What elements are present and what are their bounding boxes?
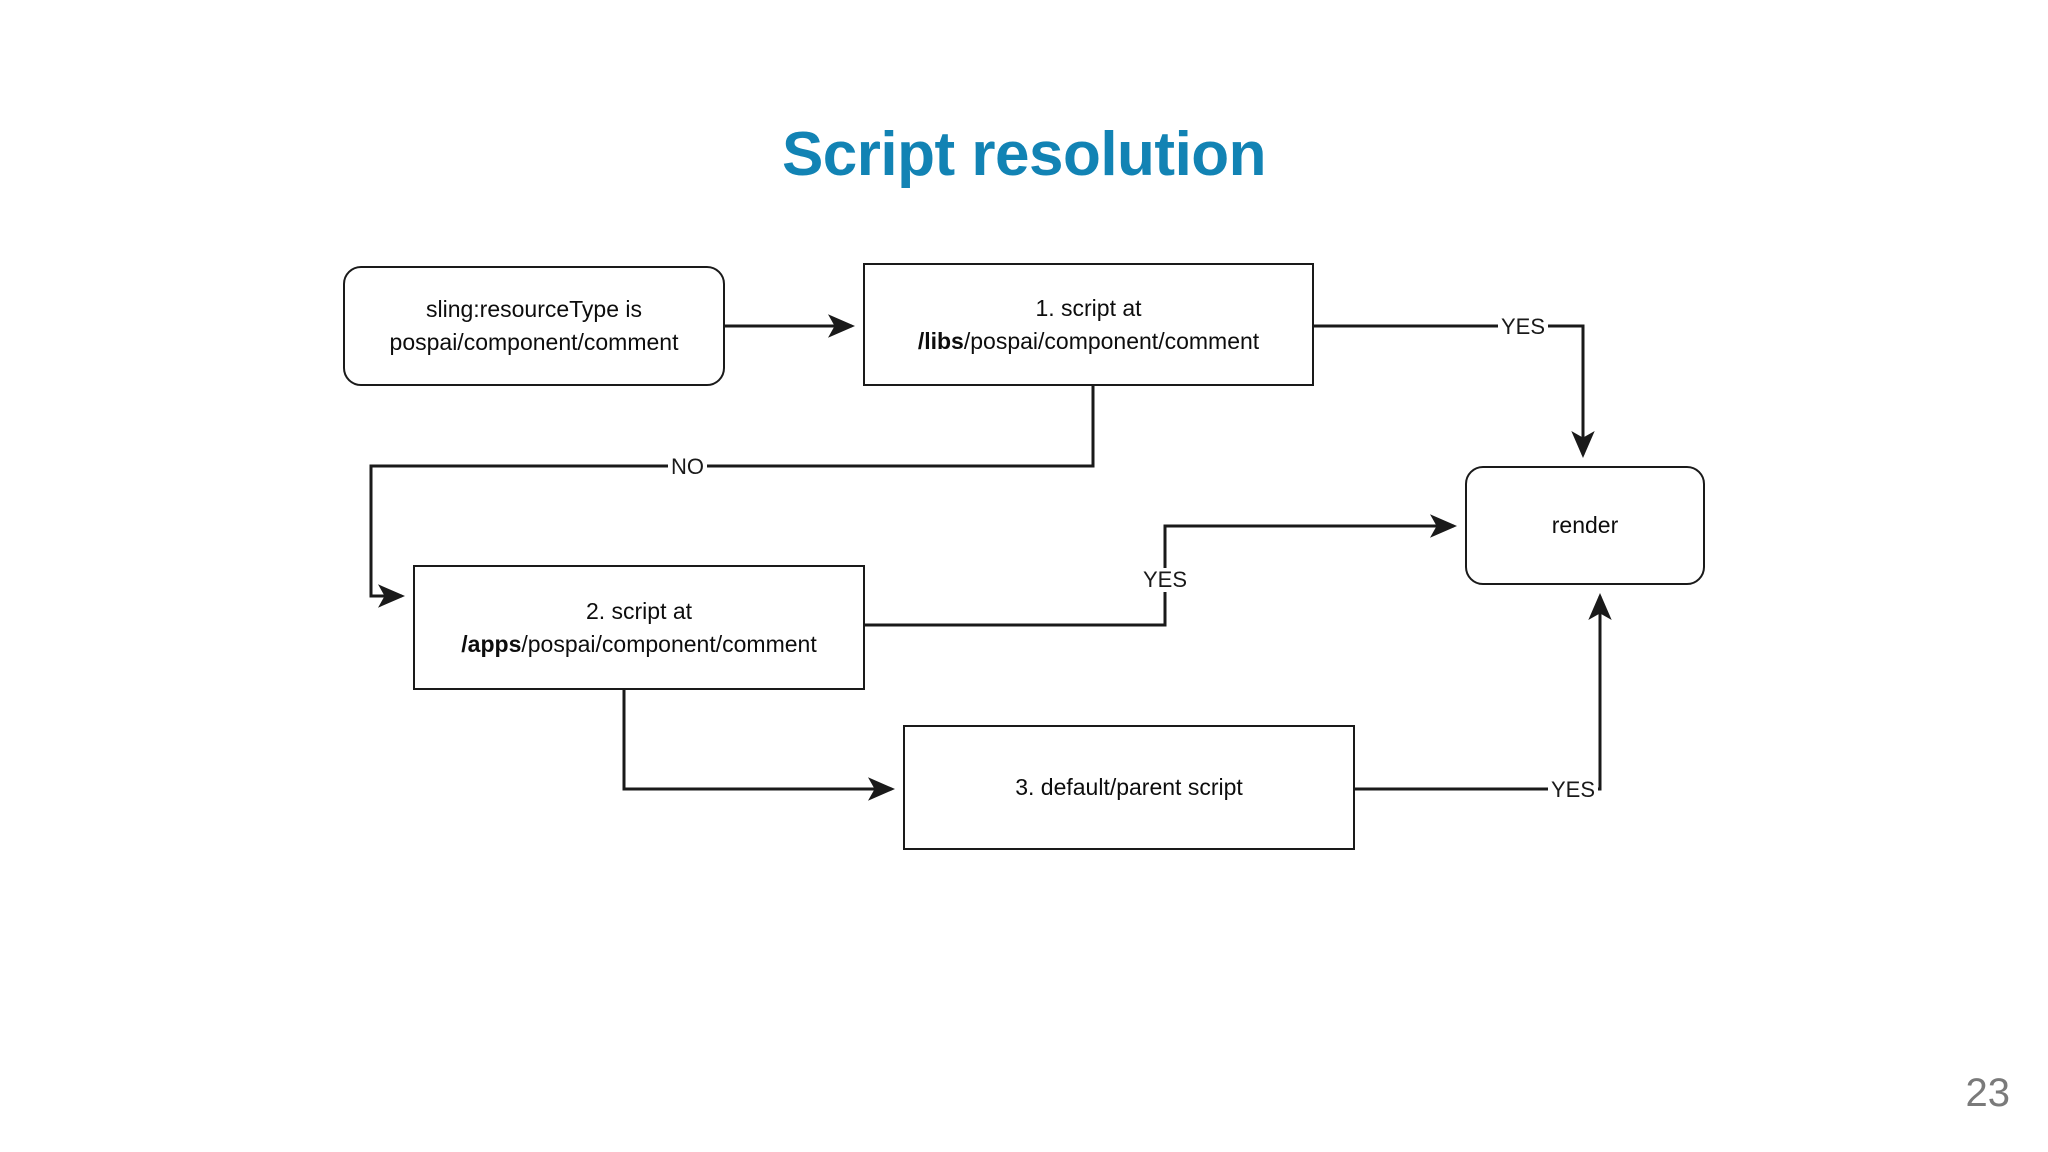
node-resource-type[interactable]: sling:resourceType is pospai/component/c… (343, 266, 725, 386)
node-script-apps[interactable]: 2. script at /apps/pospai/component/comm… (413, 565, 865, 690)
node-default-parent-script[interactable]: 3. default/parent script (903, 725, 1355, 850)
node-script-apps-path-bold: /apps (461, 630, 522, 657)
edge-label-libs-no: NO (668, 455, 707, 479)
node-render[interactable]: render (1465, 466, 1705, 585)
page-number: 23 (1965, 1071, 2011, 1115)
node-resource-type-line2: pospai/component/comment (389, 329, 679, 355)
node-default-parent-script-line1: 3. default/parent script (1015, 774, 1243, 801)
node-script-libs-text: 1. script at /libs/pospai/component/comm… (918, 292, 1259, 357)
edge-apps-no-to-default (622, 690, 895, 801)
edge-libs-yes-to-render (1314, 324, 1595, 458)
node-render-text: render (1552, 509, 1618, 542)
node-script-apps-line2: /apps/pospai/component/comment (461, 628, 816, 661)
node-default-parent-script-text: 3. default/parent script (1015, 771, 1243, 804)
edge-label-libs-yes: YES (1498, 315, 1549, 339)
page-title: Script resolution (781, 120, 1267, 189)
edge-label-default-yes: YES (1548, 778, 1599, 802)
node-resource-type-text: sling:resourceType is pospai/component/c… (390, 293, 679, 358)
edge-libs-no-to-apps (369, 386, 1095, 608)
node-script-apps-line1: 2. script at (585, 597, 693, 624)
node-script-libs-line1: 1. script at (1035, 294, 1142, 321)
node-script-libs[interactable]: 1. script at /libs/pospai/component/comm… (863, 263, 1314, 386)
edge-label-apps-yes: YES (1140, 568, 1191, 592)
node-script-libs-path-bold: /libs (917, 327, 964, 354)
node-script-libs-path-rest: /pospai/component/comment (963, 327, 1260, 354)
node-render-line1: render (1551, 512, 1619, 539)
edge-default-yes-to-render (1355, 593, 1612, 791)
node-script-apps-path-rest: /pospai/component/comment (521, 630, 817, 657)
node-resource-type-line1: sling:resourceType is (425, 296, 643, 323)
node-script-apps-text: 2. script at /apps/pospai/component/comm… (461, 595, 816, 660)
node-script-libs-line2: /libs/pospai/component/comment (918, 325, 1259, 358)
